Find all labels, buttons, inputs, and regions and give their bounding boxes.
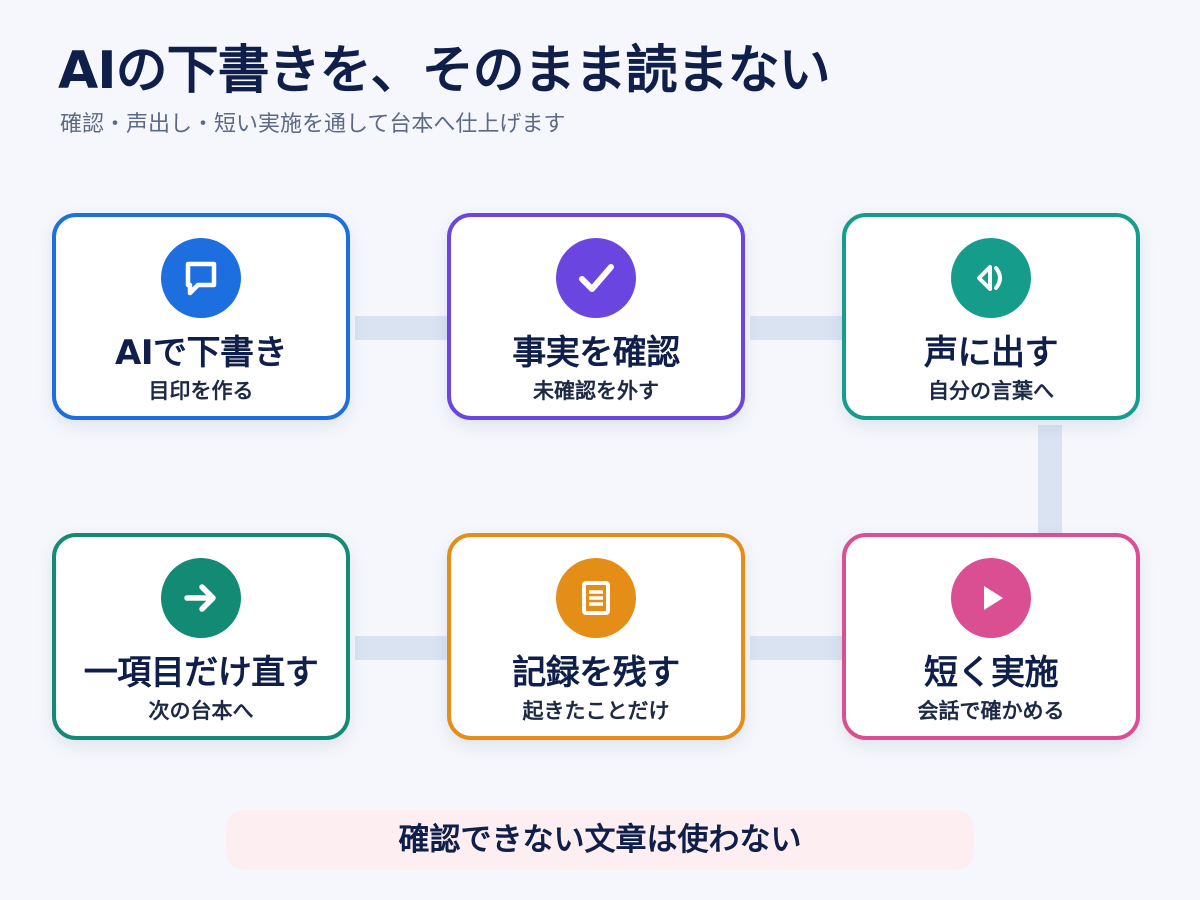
step-card-draft: AIで下書き 目印を作る	[52, 213, 350, 420]
step-subtitle: 起きたことだけ	[522, 699, 670, 723]
speech-bubble-icon	[161, 238, 241, 318]
connector-1-2	[355, 316, 450, 340]
step-title: 一項目だけ直す	[83, 653, 319, 693]
step-card-speak: 声に出す 自分の言葉へ	[842, 213, 1140, 420]
connector-5-6	[355, 636, 450, 660]
step-card-fix-one: 一項目だけ直す 次の台本へ	[52, 533, 350, 740]
step-subtitle: 未確認を外す	[533, 379, 659, 403]
step-subtitle: 目印を作る	[148, 379, 254, 403]
arrow-right-icon	[161, 558, 241, 638]
footer-note: 確認できない文章は使わない	[226, 810, 974, 870]
connector-2-3	[750, 316, 845, 340]
connector-4-5	[750, 636, 845, 660]
step-title: 記録を残す	[512, 653, 680, 693]
step-subtitle: 次の台本へ	[148, 699, 254, 723]
connector-3-4	[1038, 425, 1062, 535]
step-subtitle: 会話で確かめる	[917, 699, 1065, 723]
page-subtitle: 確認・声出し・短い実施を通して台本へ仕上げます	[60, 112, 566, 137]
play-icon	[951, 558, 1031, 638]
document-icon	[556, 558, 636, 638]
step-card-fact-check: 事実を確認 未確認を外す	[447, 213, 745, 420]
step-title: 事実を確認	[512, 333, 680, 373]
step-title: 短く実施	[924, 653, 1059, 693]
step-subtitle: 自分の言葉へ	[928, 379, 1054, 403]
step-card-run-short: 短く実施 会話で確かめる	[842, 533, 1140, 740]
page-title: AIの下書きを、そのまま読まない	[58, 41, 831, 101]
step-card-record: 記録を残す 起きたことだけ	[447, 533, 745, 740]
step-title: 声に出す	[924, 333, 1059, 373]
speaker-icon	[951, 238, 1031, 318]
step-title: AIで下書き	[115, 333, 287, 373]
check-icon	[556, 238, 636, 318]
